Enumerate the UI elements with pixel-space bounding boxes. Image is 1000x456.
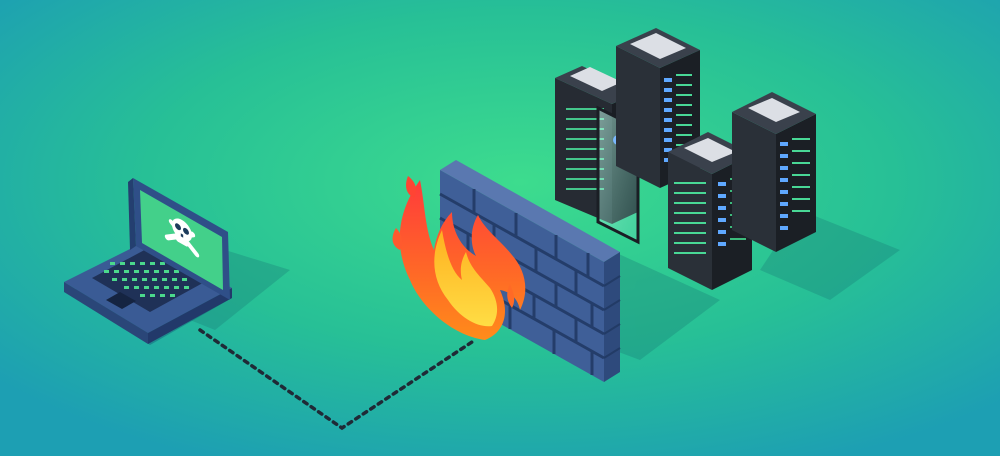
wall-end [604,252,620,382]
rack-top-panel [748,98,800,122]
connection-dotted-line [198,328,477,431]
server-rack-right [732,92,816,252]
skull-crossbones-icon [164,218,200,258]
hacked-laptop [64,178,232,345]
rack-top-panel [630,33,686,59]
keyboard-keys [104,262,189,297]
rack-top-panel [684,138,736,162]
server-racks [555,28,816,290]
rack-top-panel [570,67,622,91]
wall-top [440,160,620,262]
laptop-touchpad [106,292,136,309]
flame-icon [392,176,526,340]
